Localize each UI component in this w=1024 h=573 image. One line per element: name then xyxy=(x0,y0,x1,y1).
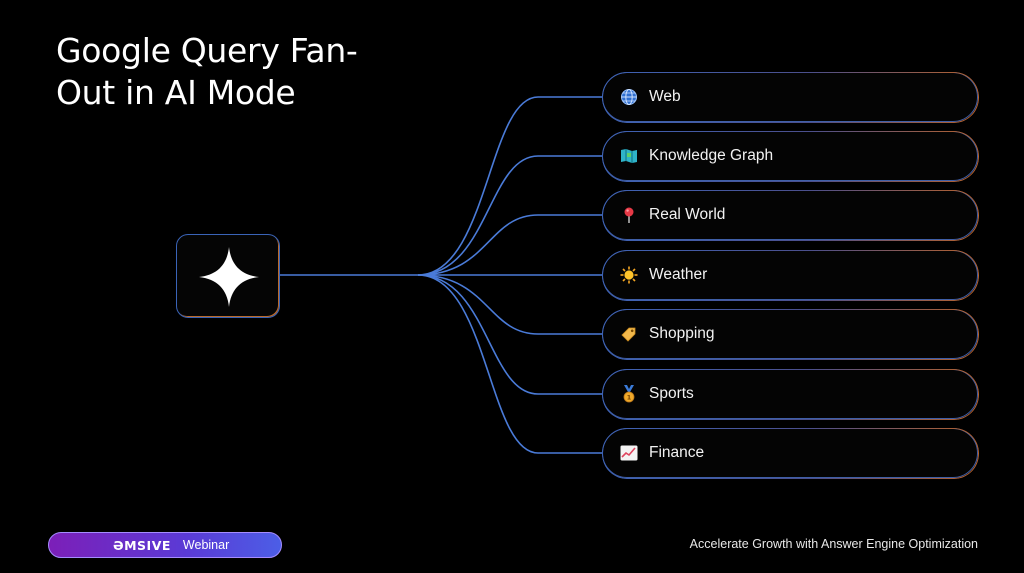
node-web[interactable]: Web xyxy=(602,72,978,122)
node-knowledge-graph[interactable]: Knowledge Graph xyxy=(602,131,978,181)
node-weather[interactable]: Weather xyxy=(602,250,978,300)
connector-line xyxy=(417,214,602,276)
chart-increasing-icon xyxy=(619,443,639,463)
node-label: Weather xyxy=(649,266,708,283)
node-finance[interactable]: Finance xyxy=(602,428,978,478)
node-sports[interactable]: 1 Sports xyxy=(602,369,978,419)
connector-line xyxy=(417,274,602,454)
gemini-hub xyxy=(176,234,280,318)
connector-line xyxy=(417,155,602,276)
badge-label: Webinar xyxy=(182,538,230,552)
node-label: Finance xyxy=(649,444,705,461)
connector-line xyxy=(417,274,602,335)
node-label: Shopping xyxy=(649,325,715,342)
node-label: Knowledge Graph xyxy=(649,147,774,164)
connector-line xyxy=(417,274,602,395)
footer-tagline: Accelerate Growth with Answer Engine Opt… xyxy=(689,537,978,551)
page-title: Google Query Fan-Out in AI Mode xyxy=(56,31,358,112)
connector-line xyxy=(417,96,602,276)
tag-icon xyxy=(619,324,639,344)
node-label: Sports xyxy=(649,385,694,402)
node-shopping[interactable]: Shopping xyxy=(602,309,978,359)
sun-icon xyxy=(619,265,639,285)
svg-text:1: 1 xyxy=(627,394,632,402)
sparkle-icon xyxy=(199,247,259,307)
amsive-logo: ƏMSIVE xyxy=(113,537,171,553)
map-icon xyxy=(619,146,639,166)
node-label: Real World xyxy=(649,206,726,223)
webinar-badge: ƏMSIVE Webinar xyxy=(48,532,282,558)
pushpin-icon xyxy=(619,205,639,225)
medal-icon: 1 xyxy=(619,384,639,404)
node-real-world[interactable]: Real World xyxy=(602,190,978,240)
node-label: Web xyxy=(649,88,681,105)
globe-icon xyxy=(619,87,639,107)
